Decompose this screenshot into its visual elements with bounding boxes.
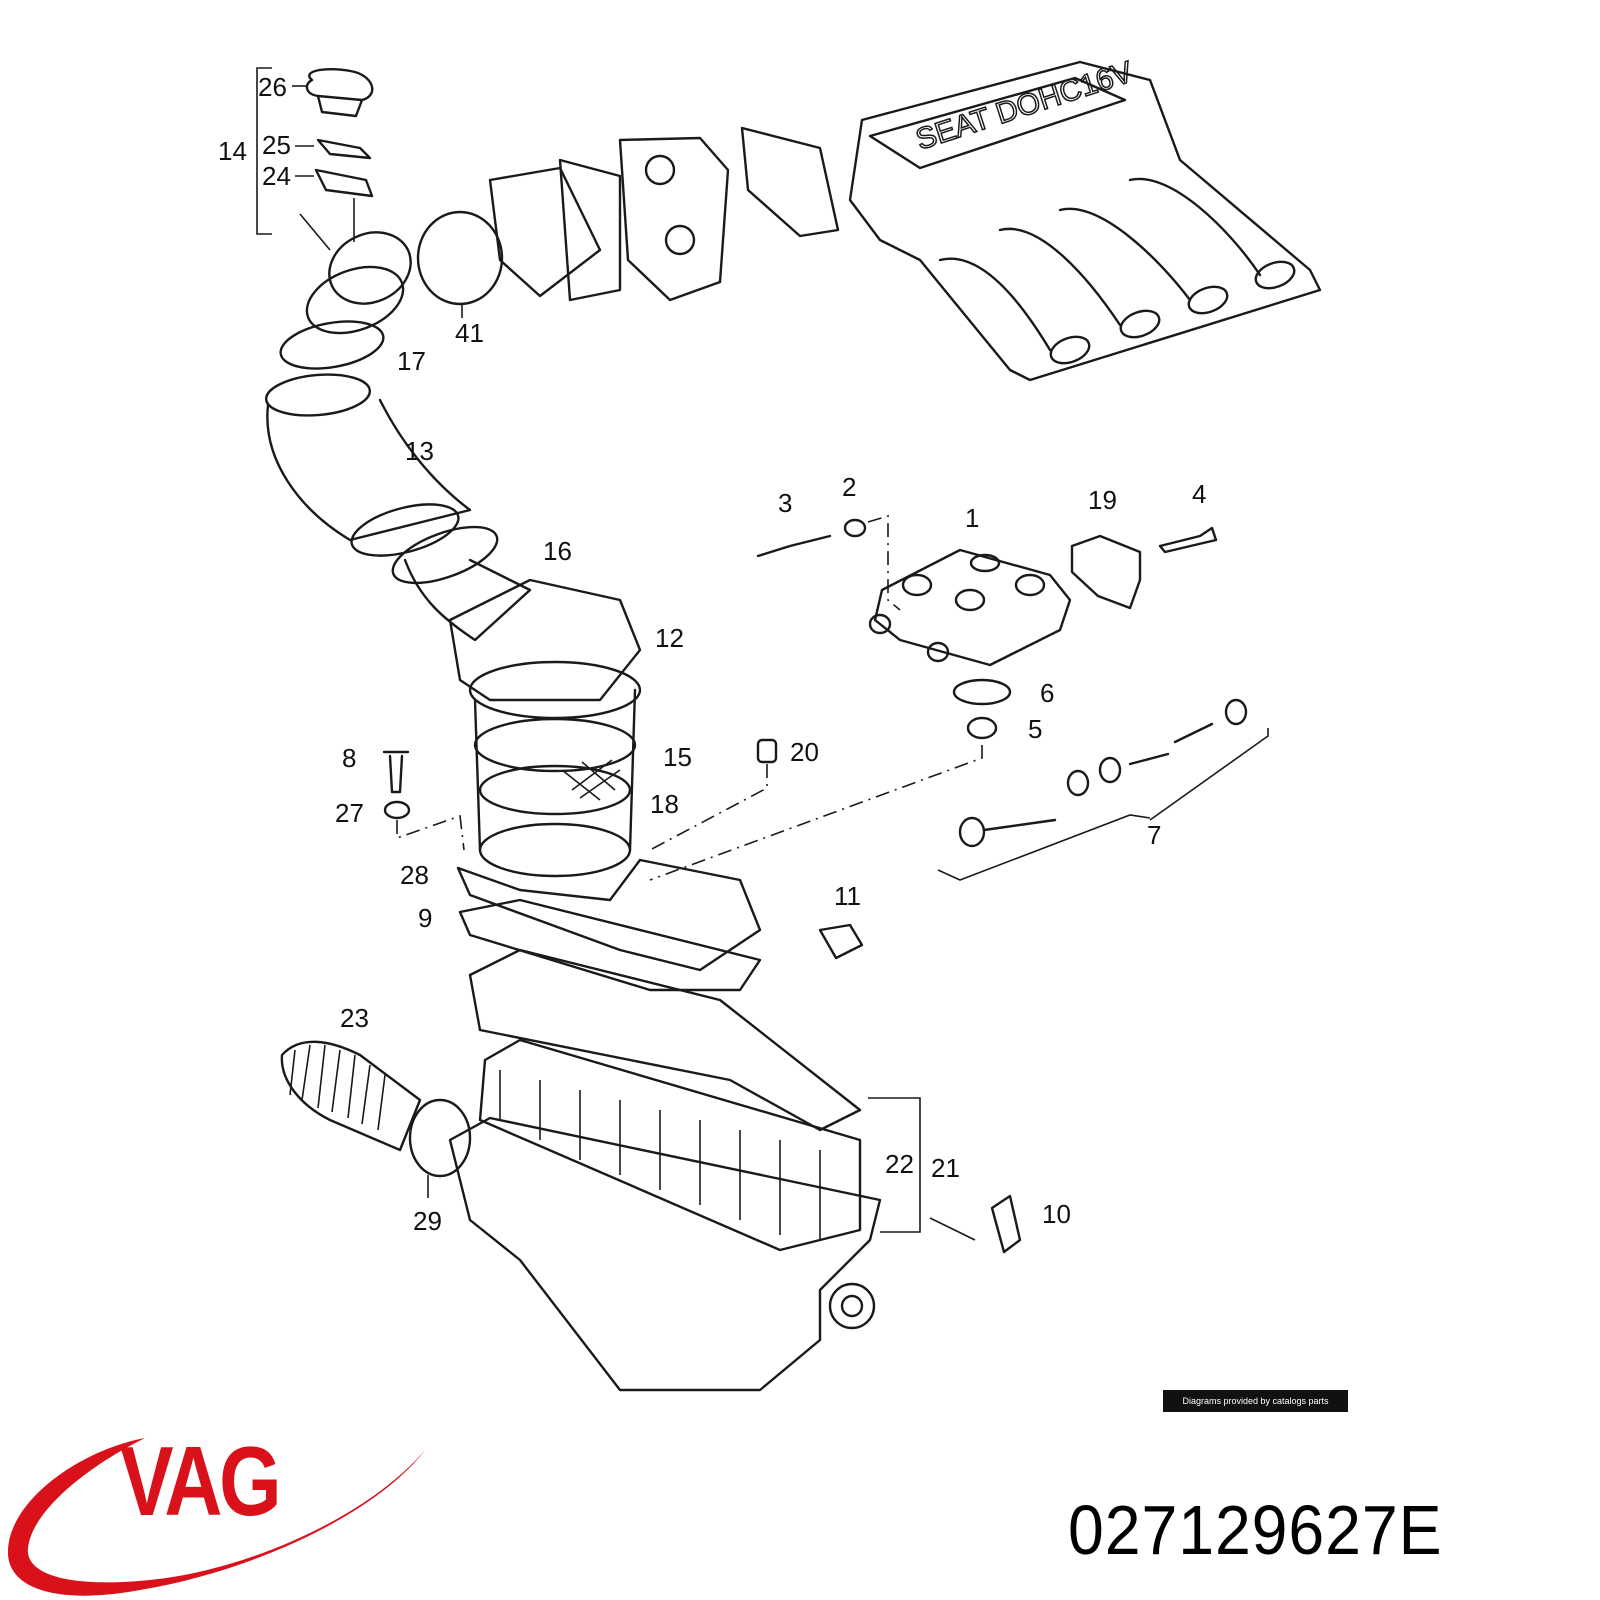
callout-22: 22	[885, 1149, 914, 1179]
seal-part-5	[966, 716, 998, 740]
cap-part-20	[756, 738, 778, 764]
callout-15: 15	[663, 742, 692, 772]
clip-part-10	[990, 1194, 1022, 1254]
bracket-part-25	[316, 138, 372, 160]
callout-13: 13	[405, 436, 434, 466]
callout-11: 11	[834, 881, 861, 911]
callout-28: 28	[400, 860, 429, 890]
callout-25: 25	[262, 130, 291, 160]
callout-26: 26	[258, 72, 287, 102]
cap-part-26	[292, 67, 374, 118]
injector-group-part-7	[937, 698, 1269, 881]
callout-10: 10	[1042, 1199, 1071, 1229]
part-number: 027129627E	[1068, 1491, 1443, 1569]
callout-18: 18	[650, 789, 679, 819]
callout-8: 8	[342, 743, 357, 773]
callout-24: 24	[262, 161, 291, 191]
callout-20: 20	[790, 737, 819, 767]
fuel-distributor-part-1	[868, 548, 1072, 667]
nipple-part-3	[756, 534, 832, 558]
air-filter-part-22	[478, 1038, 862, 1252]
callout-5: 5	[1028, 714, 1043, 744]
throttle-body	[488, 126, 840, 302]
brand-logo-text: VAG	[120, 1426, 282, 1536]
callout-9: 9	[418, 903, 433, 933]
intake-hose-part-23	[280, 1040, 472, 1198]
callout-41: 41	[455, 318, 484, 348]
screw-part-8	[382, 750, 410, 794]
intake-manifold: SEAT DOHC16V	[848, 55, 1322, 382]
bracket-part-24	[314, 168, 374, 198]
callout-27: 27	[335, 798, 364, 828]
callout-23: 23	[340, 1003, 369, 1033]
clip-part-11	[818, 923, 864, 960]
diagram-credit-badge: Diagrams provided by catalogs parts	[1163, 1390, 1348, 1412]
o-ring-part-6	[952, 678, 1012, 706]
washer-part-27	[383, 800, 411, 820]
gasket-part-9	[456, 858, 862, 1132]
callout-29: 29	[413, 1206, 442, 1236]
callout-4: 4	[1192, 479, 1207, 509]
callout-17: 17	[397, 346, 426, 376]
hose-upper	[264, 231, 532, 642]
group-bracket-14	[256, 67, 272, 235]
clamp-part-41	[416, 210, 504, 306]
callout-6: 6	[1040, 678, 1055, 708]
callout-12: 12	[655, 623, 684, 653]
lower-air-housing-part-21	[448, 1116, 882, 1392]
callout-19: 19	[1088, 485, 1117, 515]
bracket-part-19	[1070, 534, 1142, 610]
callout-14: 14	[218, 136, 247, 166]
callout-21: 21	[931, 1153, 960, 1183]
callout-2: 2	[842, 472, 857, 502]
callout-7: 7	[1147, 820, 1162, 850]
callout-16: 16	[543, 536, 572, 566]
air-flow-meter	[448, 578, 642, 878]
seal-part-2	[843, 518, 867, 538]
callout-3: 3	[778, 488, 793, 518]
callout-1: 1	[965, 503, 980, 533]
vag-logo-swoosh-icon	[7, 1438, 425, 1596]
bolt-part-4	[1158, 526, 1218, 554]
